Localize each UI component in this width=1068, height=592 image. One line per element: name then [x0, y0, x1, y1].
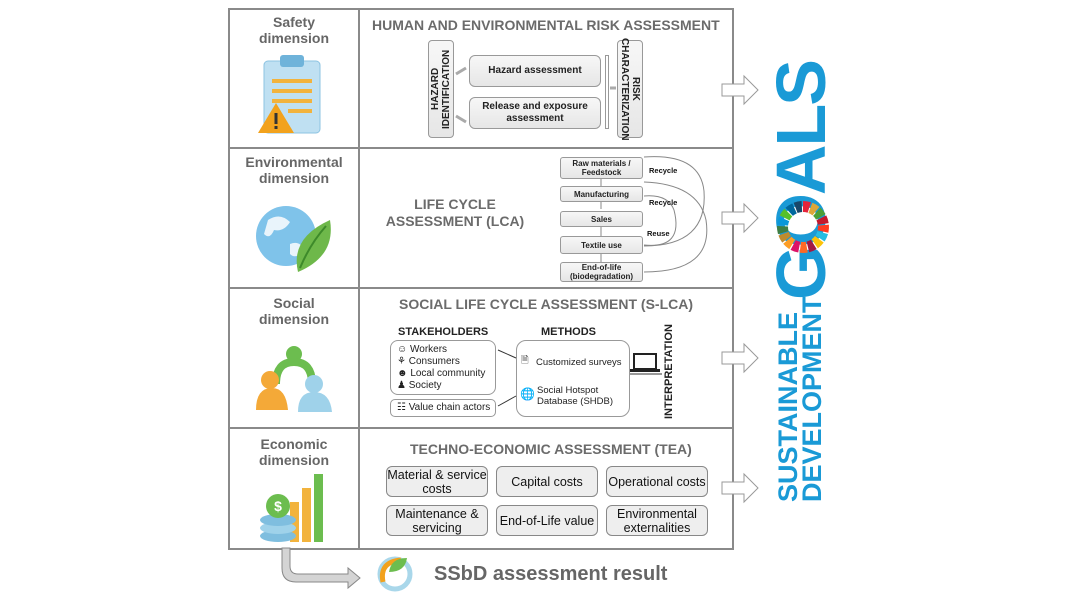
- label-line: Social: [273, 295, 315, 311]
- ssbd-logo-icon: [377, 556, 413, 592]
- sdg-wheel-segment: [793, 201, 803, 214]
- hazard-identification-box: HAZARD IDENTIFICATION: [428, 40, 454, 138]
- tea-item-operational-costs: Operational costs: [606, 466, 708, 497]
- sdg-wheel-segment: [813, 207, 826, 220]
- ssbd-result-label: SSbD assessment result: [434, 563, 668, 585]
- stakeholder-consumers: Consumers: [408, 356, 460, 367]
- sdg-wheel-segment: [811, 236, 824, 249]
- sdg-wheel-segment: [816, 215, 829, 225]
- value-chain-box: ☷ Value chain actors: [390, 399, 496, 417]
- tea-item-externalities: Environmental externalities: [606, 505, 708, 536]
- tea-item-end-of-life-value: End-of-Life value: [496, 505, 598, 536]
- label-line: dimension: [258, 311, 329, 327]
- divider: [228, 147, 734, 149]
- reuse-label: Reuse: [647, 229, 670, 238]
- sdg-wheel-segment: [779, 208, 793, 221]
- label-line: dimension: [258, 452, 329, 468]
- list-item: ♟ Society: [397, 380, 442, 391]
- globe-icon: 🌐: [520, 387, 535, 401]
- flow-arrows: [455, 66, 616, 124]
- slca-title: SOCIAL LIFE CYCLE ASSESSMENT (S-LCA): [399, 296, 694, 312]
- sdg-wheel-segment: [790, 240, 801, 253]
- lca-loop-arrows: [600, 156, 708, 273]
- lca-stage-sales: Sales: [560, 211, 643, 227]
- sdg-wheel-segment: [803, 201, 812, 213]
- people-community-icon: [256, 346, 332, 412]
- lca-stage-manufacturing: Manufacturing: [560, 186, 643, 202]
- sdg-line-development: DEVELOPMENT: [797, 296, 827, 502]
- sdg-wheel-segment: [817, 224, 829, 233]
- label-line: Environmental: [245, 154, 343, 170]
- method-surveys: Customized surveys: [536, 357, 622, 368]
- tea-item-maintenance: Maintenance & servicing: [386, 505, 488, 536]
- sdg-wheel-icon: [777, 201, 829, 253]
- svg-text:$: $: [274, 498, 282, 514]
- bracket: [605, 55, 609, 129]
- hazard-identification-label: HAZARD IDENTIFICATION: [430, 49, 452, 129]
- assessment-frame: [228, 8, 734, 550]
- sdg-wheel-segment: [799, 241, 808, 253]
- hazard-assessment-box: Hazard assessment: [469, 55, 601, 87]
- value-chain-label: Value chain actors: [408, 402, 491, 413]
- list-item: ⚘ Consumers: [397, 356, 460, 367]
- label-line: dimension: [258, 30, 329, 46]
- label-line: Safety: [272, 14, 316, 30]
- tea-item-material-costs: Material & service costs: [386, 466, 488, 497]
- stakeholders-header: STAKEHOLDERS: [398, 326, 489, 338]
- result-arrow: [281, 547, 361, 590]
- clipboard-warning-icon: [258, 55, 321, 134]
- recycle-label: Recycle: [649, 198, 678, 207]
- sdg-wheel-segment: [783, 236, 796, 250]
- interpretation-label: INTERPRETATION: [663, 324, 675, 419]
- title-line: ASSESSMENT (LCA): [385, 213, 525, 229]
- title-line: LIFE CYCLE: [414, 196, 496, 212]
- method-shdb: Social Hotspot Database (SHDB): [537, 385, 614, 407]
- sdg-arrows: [721, 74, 759, 504]
- divider: [228, 427, 734, 429]
- list-item: ☻ Local community: [397, 368, 486, 379]
- sdg-wheel-segment: [778, 231, 792, 243]
- divider: [358, 8, 360, 550]
- label-line: Economic: [260, 436, 328, 452]
- release-exposure-box: Release and exposure assessment: [469, 97, 601, 129]
- methods-header: METHODS: [541, 326, 596, 338]
- lca-stage-end-of-life: End-of-life (biodegradation): [560, 262, 643, 282]
- stakeholder-workers: Workers: [410, 344, 448, 355]
- sdg-wheel-segment: [777, 216, 790, 226]
- list-item: ☺ Workers: [397, 344, 448, 355]
- slca-arrows: [497, 349, 662, 407]
- sdg-goals-text: GOALS: [762, 61, 840, 300]
- methods-box: 🗎 Customized surveys 🌐 Social Hotspot Da…: [516, 340, 630, 417]
- sdg-wheel-segment: [815, 231, 829, 242]
- globe-leaf-icon: [256, 206, 331, 272]
- sdg-wheel-segment: [777, 226, 789, 235]
- sdg-wheel-segment: [806, 239, 817, 253]
- label-line: dimension: [258, 170, 329, 186]
- lca-stage-textile-use: Textile use: [560, 236, 643, 254]
- risk-characterization-label: RISK CHARACTERIZATION: [619, 37, 641, 141]
- risk-characterization-box: RISK CHARACTERIZATION: [617, 37, 643, 141]
- stakeholder-local-community: Local community: [410, 368, 486, 379]
- sdg-wheel-segment: [785, 203, 797, 216]
- risk-assessment-title: HUMAN AND ENVIRONMENTAL RISK ASSESSMENT: [372, 17, 720, 33]
- divider: [228, 287, 734, 289]
- sdg-wheel-segment: [808, 202, 820, 216]
- money-coins-chart-icon: $: [260, 474, 323, 542]
- tea-item-capital-costs: Capital costs: [496, 466, 598, 497]
- stakeholders-list: ☺ Workers ⚘ Consumers ☻ Local community …: [390, 340, 496, 395]
- stakeholder-society: Society: [408, 380, 442, 391]
- survey-icon: 🗎: [521, 355, 529, 366]
- recycle-label: Recycle: [649, 166, 678, 175]
- lca-stage-raw-materials: Raw materials / Feedstock: [560, 157, 643, 179]
- tea-title: TECHNO-ECONOMIC ASSESSMENT (TEA): [410, 441, 692, 457]
